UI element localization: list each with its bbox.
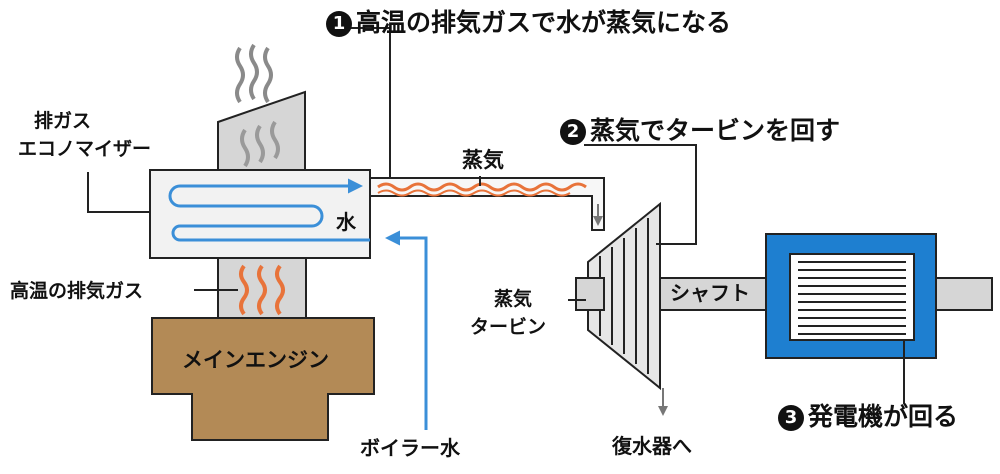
- leader-lines: [87, 27, 905, 404]
- condenser-label: 復水器へ: [612, 434, 692, 458]
- turbine-label-line1: 蒸気: [494, 288, 533, 310]
- step3-text: 発電機が回る: [808, 402, 959, 431]
- water-label: 水: [336, 210, 356, 234]
- steam-wave: [377, 182, 587, 192]
- water-coil: [168, 178, 370, 242]
- shaft-label: シャフト: [670, 281, 750, 305]
- main-engine: [151, 317, 375, 441]
- economizer-label-line2: エコノマイザー: [18, 138, 152, 160]
- economizer-label-line1: 排ガス: [34, 110, 92, 132]
- step3-number: 3: [778, 405, 804, 431]
- hot-exhaust-flames: [239, 264, 285, 316]
- generator-core: [789, 253, 915, 341]
- step2-text: 蒸気でタービンを回す: [590, 116, 841, 145]
- stack-smoke: [240, 120, 280, 168]
- main-engine-label: メインエンジン: [182, 348, 329, 372]
- steam-wave-2: [377, 189, 571, 197]
- chimney-smoke: [235, 43, 273, 104]
- shaft-left: [575, 277, 605, 311]
- boiler-water-line: [385, 230, 428, 430]
- hot-exhaust-label: 高温の排気ガス: [10, 280, 144, 302]
- shaft-right: [935, 277, 993, 311]
- step2-number: 2: [560, 119, 586, 145]
- steam-label: 蒸気: [462, 148, 504, 172]
- step1-text: 高温の排気ガスで水が蒸気になる: [356, 8, 732, 37]
- boiler-water-label: ボイラー水: [360, 436, 460, 460]
- turbine-label-line2: タービン: [470, 316, 547, 338]
- step1-number: 1: [326, 11, 352, 37]
- generator-windings: [798, 261, 906, 335]
